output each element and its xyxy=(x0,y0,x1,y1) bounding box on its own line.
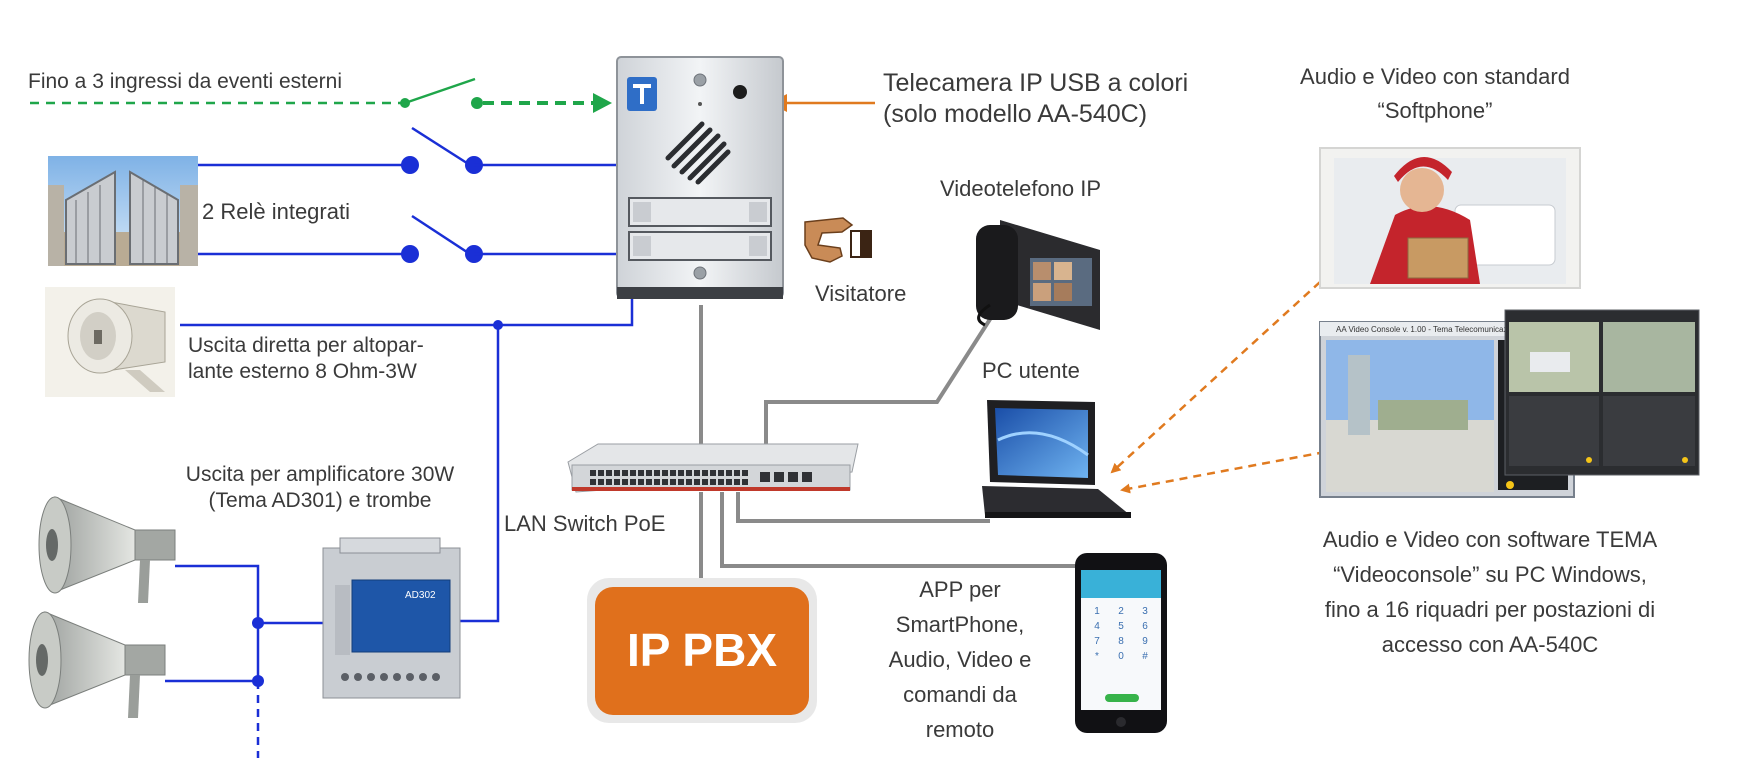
app-label-line-1: APP per xyxy=(919,577,1001,602)
speaker-label-line-2: lante esterno 8 Ohm-3W xyxy=(188,360,417,384)
softphone-image: fotolia xyxy=(1319,147,1581,289)
keypad-key[interactable]: 4 xyxy=(1094,621,1100,632)
videophone-image xyxy=(976,220,1100,330)
door-panel-image xyxy=(616,56,784,299)
camera-label-line-1: Telecamera IP USB a colori xyxy=(883,69,1189,97)
keypad-key[interactable]: 6 xyxy=(1142,621,1148,632)
switch-to-phone-line xyxy=(720,492,1075,568)
call-button-1[interactable] xyxy=(628,197,772,227)
camera-lens-icon xyxy=(733,85,747,99)
app-label-line-2: SmartPhone, xyxy=(895,612,1025,637)
call-button-2[interactable] xyxy=(628,231,772,261)
keypad-key[interactable]: 2 xyxy=(1118,606,1124,617)
phone-keypad: 1 2 3 4 5 6 7 8 9 * 0 # xyxy=(1085,606,1157,662)
visitor-label: Visitatore xyxy=(815,281,907,306)
pbx-label: IP PBX xyxy=(627,624,777,677)
keypad-key[interactable]: * xyxy=(1095,651,1099,662)
lan-switch-image xyxy=(567,443,859,493)
keypad-key[interactable]: 1 xyxy=(1094,606,1100,617)
input-contact xyxy=(471,97,483,109)
keypad-key[interactable]: 0 xyxy=(1118,651,1124,662)
console-label-line-4: accesso con AA-540C xyxy=(1381,632,1599,657)
ip-pbx-box xyxy=(587,578,817,723)
speaker-label: Uscita diretta per altopar- lante estern… xyxy=(188,333,424,386)
app-label-line-5: remoto xyxy=(925,717,995,742)
console-label-line-2: “Videoconsole” su PC Windows, xyxy=(1333,562,1647,587)
videophone-label: Videotelefono IP xyxy=(940,176,1102,201)
speaker-grill xyxy=(665,121,731,185)
gate-image xyxy=(48,156,198,266)
console-label-line-3: fino a 16 riquadri per postazioni di xyxy=(1324,597,1656,622)
amplifier-label: AD302 xyxy=(405,590,436,601)
app-label: APP per SmartPhone, Audio, Video e coman… xyxy=(860,572,1060,747)
input-arrow-head xyxy=(593,93,612,113)
relay-2-contact xyxy=(401,245,419,263)
keypad-key[interactable]: 7 xyxy=(1094,636,1100,647)
amp-feed-line xyxy=(460,325,500,623)
amplifier-image: AD302 xyxy=(322,537,461,699)
inputs-label: Fino a 3 ingressi da eventi esterni xyxy=(28,70,343,93)
softphone-arrow xyxy=(1110,281,1321,474)
keypad-key[interactable]: 9 xyxy=(1142,636,1148,647)
switch-to-pc-line xyxy=(736,492,990,523)
input-switch-blade xyxy=(404,77,476,105)
tema-logo-icon xyxy=(633,84,651,104)
laptop-image xyxy=(982,400,1131,518)
relays-label: 2 Relè integrati xyxy=(202,199,350,224)
videoconsole-image: AA Video Console v. 1.00 - Tema Telecomu… xyxy=(1319,309,1700,498)
app-label-line-4: comandi da xyxy=(903,682,1017,707)
softphone-label-line-1: Audio e Video con standard xyxy=(1300,64,1570,89)
pc-label: PC utente xyxy=(982,358,1080,383)
keypad-key[interactable]: # xyxy=(1142,651,1148,662)
switch-to-videophone-line xyxy=(764,311,996,450)
speaker-label-line-1: Uscita diretta per altopar- xyxy=(188,334,424,357)
relay-1-switch xyxy=(411,126,471,167)
speaker-line xyxy=(180,297,634,327)
keypad-key[interactable]: 3 xyxy=(1142,606,1148,617)
keypad-key[interactable]: 8 xyxy=(1118,636,1124,647)
amp-label-line-2: (Tema AD301) e trombe xyxy=(208,489,432,513)
camera-label-line-2: (solo modello AA-540C) xyxy=(883,100,1148,129)
horn-speaker-2-image xyxy=(28,611,166,718)
amp-label-line-1: Uscita per amplificatore 30W xyxy=(185,463,455,486)
console-arrow xyxy=(1120,450,1326,494)
app-label-line-3: Audio, Video e xyxy=(888,647,1032,672)
smartphone-image xyxy=(1075,553,1167,733)
keypad-key[interactable]: 5 xyxy=(1118,621,1124,632)
softphone-label: Audio e Video con standard “Softphone” xyxy=(1260,60,1610,128)
camera-label: Telecamera IP USB a colori (solo modello… xyxy=(883,68,1188,131)
console-title: AA Video Console v. 1.00 - Tema Telecomu… xyxy=(1336,325,1520,334)
switch-label: LAN Switch PoE xyxy=(504,511,666,536)
photo-watermark: fotolia xyxy=(1488,212,1526,228)
horn-speaker-1-image xyxy=(38,496,176,603)
horn-1-line xyxy=(175,564,260,681)
input-contact xyxy=(400,98,410,108)
console-label-line-1: Audio e Video con software TEMA xyxy=(1322,527,1658,552)
pointing-hand-icon xyxy=(804,217,872,263)
softphone-label-line-2: “Softphone” xyxy=(1377,98,1493,123)
relay-2-switch xyxy=(411,214,471,256)
relay-1-contact xyxy=(401,156,419,174)
wall-speaker-image xyxy=(45,287,175,397)
console-label: Audio e Video con software TEMA “Videoco… xyxy=(1270,522,1710,662)
amp-label: Uscita per amplificatore 30W (Tema AD301… xyxy=(155,462,485,515)
junction-dot xyxy=(252,617,264,629)
